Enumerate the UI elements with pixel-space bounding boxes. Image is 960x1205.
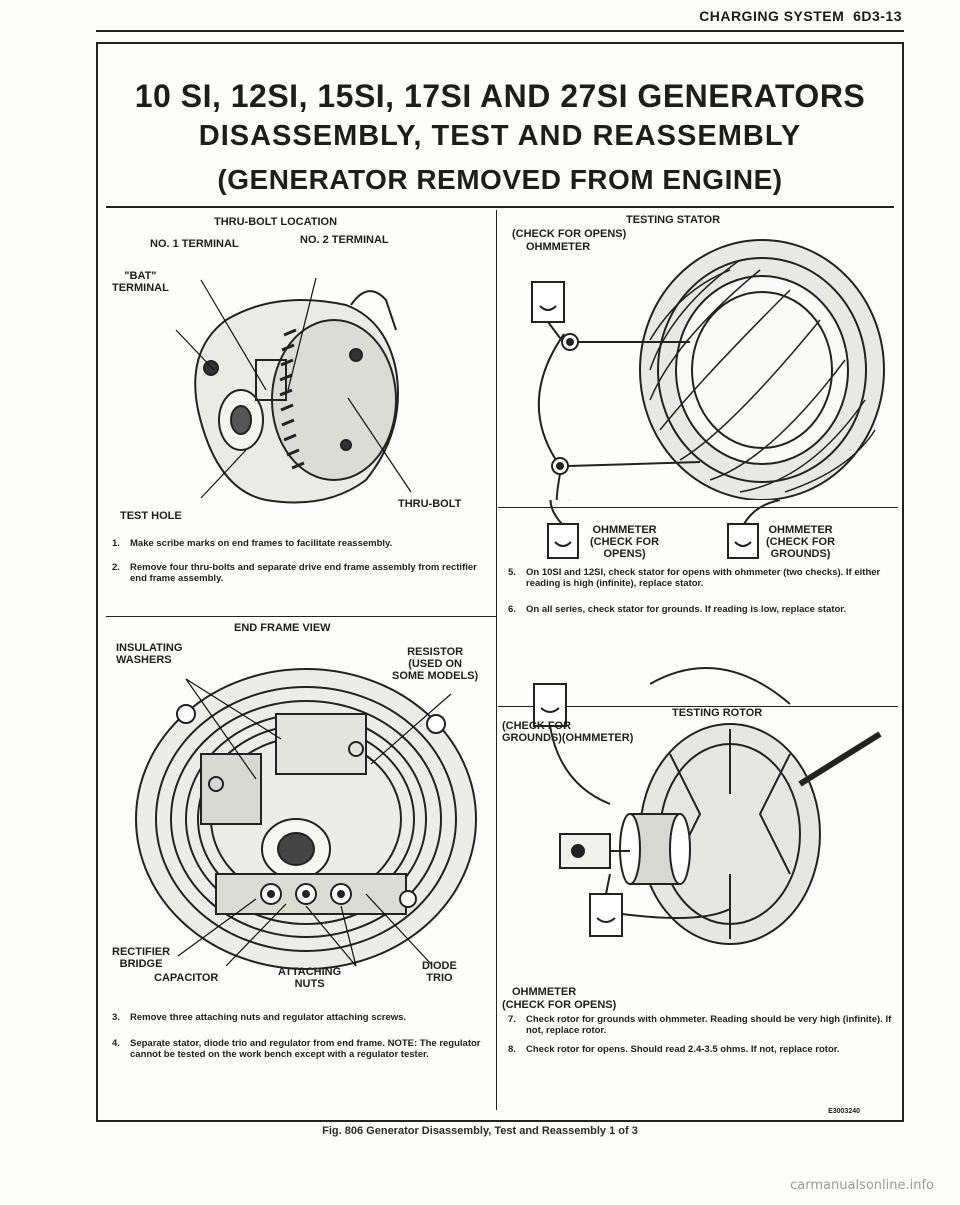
header-rule bbox=[96, 30, 904, 32]
resistor-label: RESISTOR (USED ON SOME MODELS) bbox=[392, 646, 479, 682]
rotor-heading: TESTING ROTOR bbox=[672, 707, 763, 719]
insulating-washers-label: INSULATING WASHERS bbox=[116, 642, 183, 666]
step-5: 5.On 10SI and 12SI, check stator for ope… bbox=[508, 567, 881, 589]
generator-illustration bbox=[175, 277, 412, 504]
step-8: 8.Check rotor for opens. Should read 2.4… bbox=[508, 1044, 840, 1055]
title-line-3: (GENERATOR REMOVED FROM ENGINE) bbox=[217, 164, 783, 195]
diode-trio-label: DIODE TRIO bbox=[422, 960, 457, 984]
no1-terminal-label: NO. 1 TERMINAL bbox=[150, 238, 239, 250]
stator-check-opens: (CHECK FOR OPENS) bbox=[512, 228, 627, 240]
step-6: 6.On all series, check stator for ground… bbox=[508, 604, 847, 615]
bat-terminal-label: "BAT" TERMINAL bbox=[112, 270, 169, 294]
figure-code: E3003240 bbox=[828, 1108, 860, 1115]
page-number: 6D3-13 bbox=[853, 8, 902, 24]
stator-heading: TESTING STATOR bbox=[626, 214, 721, 226]
rotor-check-opens: (CHECK FOR OPENS) bbox=[502, 999, 617, 1011]
title-line-2: DISASSEMBLY, TEST AND REASSEMBLY bbox=[198, 120, 802, 152]
rotor-ohmmeter-label: OHMMETER bbox=[512, 986, 577, 998]
test-hole-label: TEST HOLE bbox=[120, 510, 182, 522]
figure-caption: Fig. 806 Generator Disassembly, Test and… bbox=[322, 1125, 638, 1137]
column-divider bbox=[496, 210, 497, 1110]
stator-ohmmeter-grounds: OHMMETER (CHECK FOR GROUNDS) bbox=[766, 524, 836, 560]
title-line-1: 10 SI, 12SI, 15SI, 17SI AND 27SI GENERAT… bbox=[134, 78, 866, 114]
right-section-divider-1 bbox=[498, 507, 898, 508]
stator-ohmmeter-top: OHMMETER bbox=[526, 241, 591, 253]
step-2: 2.Remove four thru-bolts and separate dr… bbox=[112, 562, 477, 584]
rotor-illustration bbox=[533, 667, 882, 945]
stator-ohmmeters bbox=[547, 500, 781, 559]
step-4: 4.Separate stator, diode trio and regula… bbox=[112, 1038, 481, 1060]
rotor-check-grounds: (CHECK FOR GROUNDS)(OHMMETER) bbox=[502, 720, 634, 744]
right-section-divider-2 bbox=[498, 706, 898, 707]
step-1: 1.Make scribe marks on end frames to fac… bbox=[112, 538, 393, 549]
page-header: CHARGING SYSTEM 6D3-13 bbox=[699, 8, 902, 24]
end-frame-illustration bbox=[135, 668, 477, 970]
no2-terminal-label: NO. 2 TERMINAL bbox=[300, 234, 389, 246]
stator-illustration bbox=[531, 239, 885, 500]
step-7: 7.Check rotor for grounds with ohmmeter.… bbox=[508, 1014, 892, 1036]
thru-bolt-label: THRU-BOLT bbox=[398, 498, 462, 510]
section-title: CHARGING SYSTEM bbox=[699, 8, 845, 24]
capacitor-label: CAPACITOR bbox=[154, 972, 219, 984]
thru-bolt-heading: THRU-BOLT LOCATION bbox=[214, 216, 338, 228]
end-frame-heading: END FRAME VIEW bbox=[234, 622, 331, 634]
figure-frame: 10 SI, 12SI, 15SI, 17SI AND 27SI GENERAT… bbox=[96, 42, 904, 1122]
step-3: 3.Remove three attaching nuts and regula… bbox=[112, 1012, 407, 1023]
rectifier-bridge-label: RECTIFIER BRIDGE bbox=[112, 946, 171, 970]
stator-ohmmeter-opens: OHMMETER (CHECK FOR OPENS) bbox=[590, 524, 660, 560]
title-rule bbox=[106, 206, 894, 208]
watermark: carmanualsonline.info bbox=[790, 1178, 934, 1193]
left-section-divider bbox=[106, 616, 496, 617]
attaching-nuts-label: ATTACHING NUTS bbox=[278, 966, 342, 990]
